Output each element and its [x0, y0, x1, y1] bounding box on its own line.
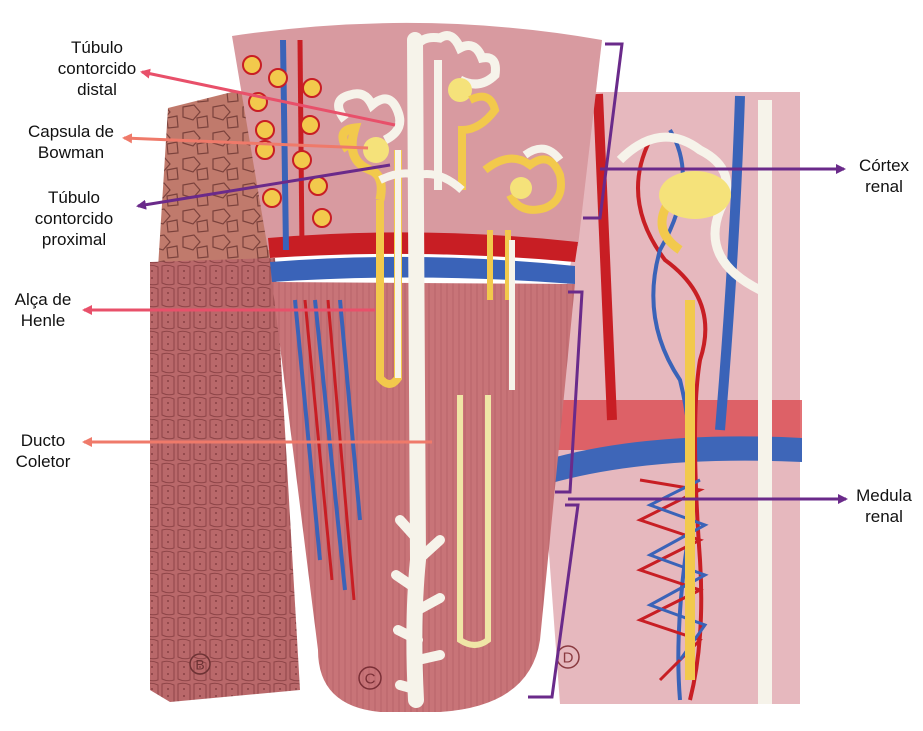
- label-medula-renal: Medula renal: [848, 485, 920, 527]
- label-cortex-line1: Córtex: [848, 155, 920, 176]
- label-capsula-de-bowman: Capsula de Bowman: [12, 121, 130, 163]
- marker-d-letter: D: [563, 650, 574, 667]
- label-henle-line2: Henle: [4, 310, 82, 331]
- block-c-collecting-duct: [414, 40, 418, 700]
- block-c-glomerulus-2: [448, 78, 472, 102]
- label-proximal-line3: proximal: [24, 229, 124, 250]
- label-henle-line1: Alça de: [4, 289, 82, 310]
- label-alca-de-henle: Alça de Henle: [4, 289, 82, 331]
- label-cortex-renal: Córtex renal: [848, 155, 920, 197]
- label-distal-line3: distal: [48, 79, 146, 100]
- block-c-glomerulus-1: [363, 137, 389, 163]
- marker-c-letter: C: [365, 671, 376, 688]
- marker-b-letter: B: [195, 657, 204, 673]
- label-bowman-line1: Capsula de: [12, 121, 130, 142]
- block-d-glomerulus: [659, 171, 731, 219]
- label-ducto-line1: Ducto: [4, 430, 82, 451]
- label-tubulo-contorcido-proximal: Túbulo contorcido proximal: [24, 187, 124, 250]
- label-distal-line1: Túbulo: [48, 37, 146, 58]
- label-proximal-line1: Túbulo: [24, 187, 124, 208]
- label-medula-line2: renal: [848, 506, 920, 527]
- label-distal-line2: contorcido: [48, 58, 146, 79]
- label-ducto-coletor: Ducto Coletor: [4, 430, 82, 472]
- label-medula-line1: Medula: [848, 485, 920, 506]
- label-ducto-line2: Coletor: [4, 451, 82, 472]
- label-bowman-line2: Bowman: [12, 142, 130, 163]
- label-cortex-line2: renal: [848, 176, 920, 197]
- label-proximal-line2: contorcido: [24, 208, 124, 229]
- block-c-glomerulus-3: [510, 177, 532, 199]
- label-tubulo-contorcido-distal: Túbulo contorcido distal: [48, 37, 146, 100]
